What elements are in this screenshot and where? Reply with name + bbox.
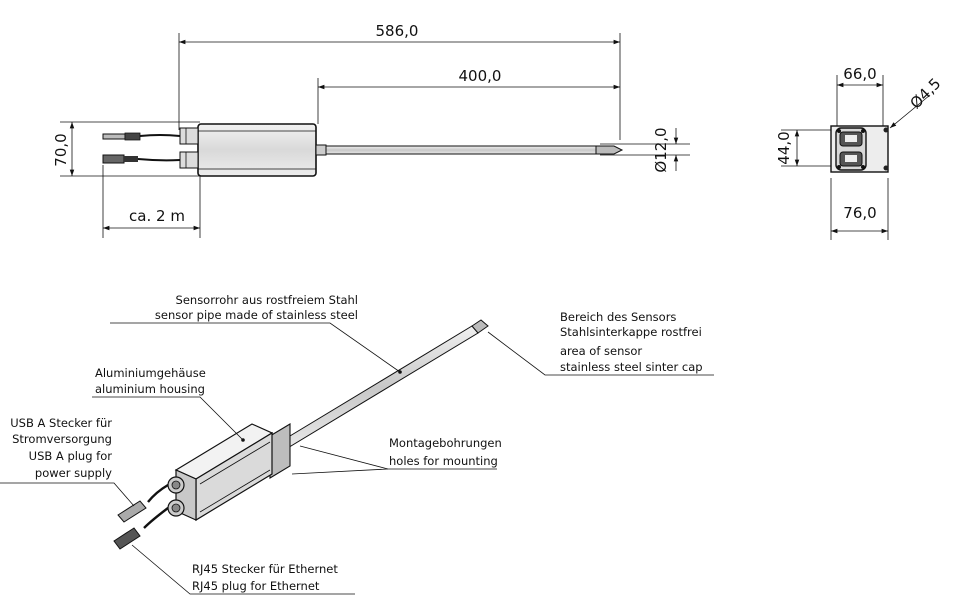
dim-overall-text: 586,0 [376,22,419,40]
side-view: 586,0 400,0 70,0 Ø12,0 ca. 2 m [52,22,690,238]
sensor-tip-iso [471,319,489,334]
leader-housing [92,396,244,441]
label-area-2: Stahlsinterkappe rostfrei [560,325,702,339]
sensor-probe-side [325,145,597,155]
cable-gland-bottom [179,151,199,169]
label-mount-de: Montagebohrungen [389,436,502,450]
sensor-probe-iso [279,325,479,450]
leader-sensor-area [487,331,714,376]
leader-rj45 [131,544,355,595]
end-view: 66,0 76,0 44,0 Ø4,5 [775,65,944,240]
isometric-view: Sensorrohr aus rostfreiem Stahl sensor p… [0,293,714,595]
cable-gland-top [179,127,199,145]
label-usb-1: USB A Stecker für [10,416,112,430]
label-usb-4: power supply [35,466,112,480]
usb-plug-iso [117,500,147,523]
label-area-4: stainless steel sinter cap [560,360,703,374]
dim-diameter-text: Ø12,0 [652,127,670,172]
dim-height-text: 70,0 [52,133,70,166]
leader-sensor-pipe [110,322,401,373]
label-housing-en: aluminium housing [95,382,205,396]
sensor-tip-side [595,145,624,155]
housing-side [197,123,317,177]
dim-end-bottom-text: 76,0 [843,204,876,222]
mounting-hole-icon [883,127,889,133]
label-rj45-en: RJ45 plug for Ethernet [192,579,320,593]
label-usb-2: Stromversorgung [12,432,112,446]
dim-end-width-text: 66,0 [843,65,876,83]
label-pipe-de: Sensorrohr aus rostfreiem Stahl [176,293,358,307]
rj45-plug-side [102,154,125,164]
label-rj45-de: RJ45 Stecker für Ethernet [192,562,338,576]
label-area-1: Bereich des Sensors [560,310,676,324]
label-pipe-en: sensor pipe made of stainless steel [155,308,358,322]
label-usb-3: USB A plug for [29,449,113,463]
dim-probe-text: 400,0 [459,67,502,85]
dim-hole-text: Ø4,5 [906,74,944,112]
rj45-plug-iso [113,527,141,550]
dim-end-height-text: 44,0 [775,131,793,164]
label-housing-de: Aluminiumgehäuse [95,366,206,380]
usb-plug-side [102,133,126,140]
label-area-3: area of sensor [560,344,642,358]
leader-usb [0,482,135,507]
label-mount-en: holes for mounting [389,454,498,468]
dim-cable-text: ca. 2 m [129,207,185,225]
mounting-plate-iso [269,423,291,479]
